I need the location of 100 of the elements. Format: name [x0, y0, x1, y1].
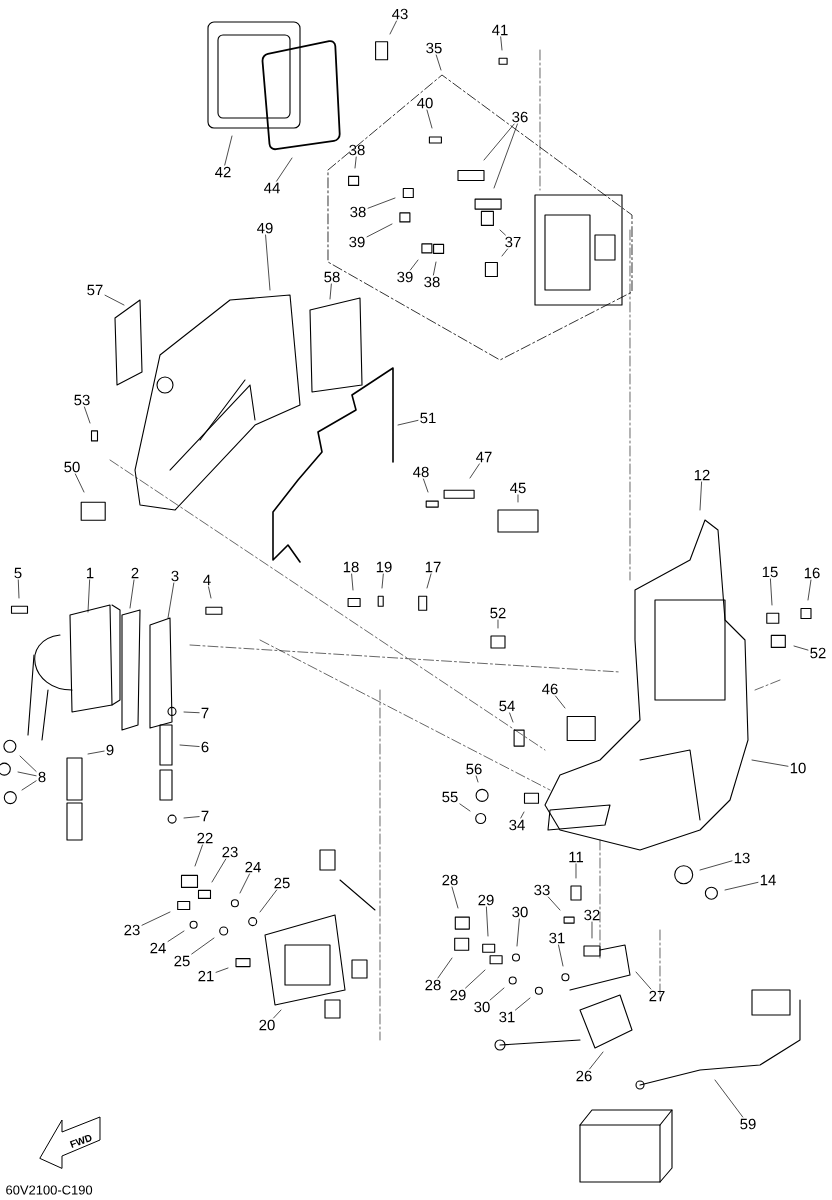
leader-line	[635, 971, 652, 990]
callout-number: 36	[512, 111, 528, 123]
leader-line	[381, 573, 384, 589]
callout-number: 30	[512, 906, 528, 918]
callout-number: 25	[274, 877, 290, 889]
callout-number: 34	[509, 819, 525, 831]
leader-line	[329, 283, 332, 300]
callout-number: 16	[804, 567, 820, 579]
callout-number: 48	[413, 466, 429, 478]
callout-number: 39	[349, 236, 365, 248]
leader-line	[501, 248, 508, 257]
callout-number: 13	[734, 852, 750, 864]
callout-number: 59	[740, 1118, 756, 1130]
leader-line	[19, 755, 37, 772]
leader-line	[104, 294, 125, 306]
callout-number: 35	[426, 42, 442, 54]
leader-line	[239, 873, 250, 894]
callout-number: 7	[201, 810, 209, 822]
leader-line	[515, 997, 531, 1011]
leader-line	[558, 944, 564, 967]
leader-line	[575, 863, 577, 879]
callout-number: 58	[324, 271, 340, 283]
leader-line	[215, 967, 229, 973]
callout-number: 32	[584, 909, 600, 921]
leader-line	[21, 780, 37, 791]
callout-number: 12	[694, 469, 710, 481]
callout-number: 26	[576, 1070, 592, 1082]
callout-number: 18	[343, 561, 359, 573]
callout-number: 38	[349, 144, 365, 156]
callout-number: 44	[264, 182, 280, 194]
leader-line	[483, 123, 515, 161]
leader-line	[129, 579, 135, 609]
leader-line	[591, 921, 593, 939]
leader-line	[183, 816, 200, 819]
leader-line	[433, 261, 437, 276]
leader-line	[699, 860, 733, 871]
leader-line	[183, 711, 200, 714]
callout-number: 25	[174, 955, 190, 967]
callout-number: 27	[649, 990, 665, 1002]
leader-line	[17, 579, 20, 599]
callout-number: 1	[87, 567, 94, 579]
callout-number: 47	[476, 451, 492, 463]
leader-line	[84, 406, 91, 424]
callout-number: 56	[466, 763, 482, 775]
callout-number: 17	[425, 561, 441, 573]
leader-line	[167, 582, 175, 619]
leader-line	[714, 1079, 744, 1118]
callout-number: 24	[150, 942, 166, 954]
leader-line	[366, 223, 393, 238]
leader-line	[699, 481, 702, 511]
leader-line	[589, 1051, 604, 1070]
leader-line	[191, 937, 215, 955]
leader-line	[459, 803, 471, 812]
leader-line	[475, 775, 479, 783]
leader-line	[211, 858, 227, 883]
leader-line	[410, 259, 419, 271]
callout-number: 37	[505, 236, 521, 248]
leader-line	[724, 882, 759, 891]
leader-line	[167, 930, 185, 942]
callout-number: 52	[490, 607, 506, 619]
leader-line	[770, 578, 773, 606]
callout-number: 7	[201, 707, 209, 719]
callout-number: 2	[131, 567, 139, 579]
callout-number: 6	[201, 741, 209, 753]
callout-number: 22	[197, 832, 213, 844]
callout-number: 23	[222, 846, 238, 858]
leader-line	[499, 229, 506, 236]
callout-number: 51	[420, 412, 436, 424]
callout-number: 50	[64, 461, 80, 473]
callout-number: 31	[549, 932, 565, 944]
leader-line	[500, 36, 503, 51]
leader-line	[367, 197, 396, 209]
leader-line	[497, 619, 499, 629]
leader-line	[465, 969, 486, 989]
callout-number: 3	[171, 570, 179, 582]
leader-line	[141, 911, 171, 926]
callout-number: 53	[74, 394, 90, 406]
callout-number: 39	[397, 271, 413, 283]
leader-line	[751, 759, 789, 767]
leader-line	[426, 109, 433, 129]
leader-line	[224, 135, 233, 166]
leader-line	[87, 750, 105, 755]
leader-line	[469, 463, 480, 479]
leader-line	[351, 573, 354, 591]
leader-line	[87, 579, 90, 613]
callout-number: 30	[474, 1001, 490, 1013]
leader-line	[208, 586, 212, 599]
callout-number: 14	[760, 874, 776, 886]
drawing-number: 60V2100-C190	[6, 1185, 93, 1195]
callout-number: 43	[392, 8, 408, 20]
leader-line	[547, 896, 561, 911]
callout-number: 29	[478, 894, 494, 906]
leader-line	[520, 811, 525, 819]
leader-line	[486, 906, 489, 937]
callout-number: 23	[124, 924, 140, 936]
leader-line	[493, 123, 518, 189]
leader-line	[555, 695, 566, 709]
leader-line	[259, 889, 278, 913]
callout-number: 5	[14, 567, 22, 579]
callout-number: 21	[198, 970, 214, 982]
